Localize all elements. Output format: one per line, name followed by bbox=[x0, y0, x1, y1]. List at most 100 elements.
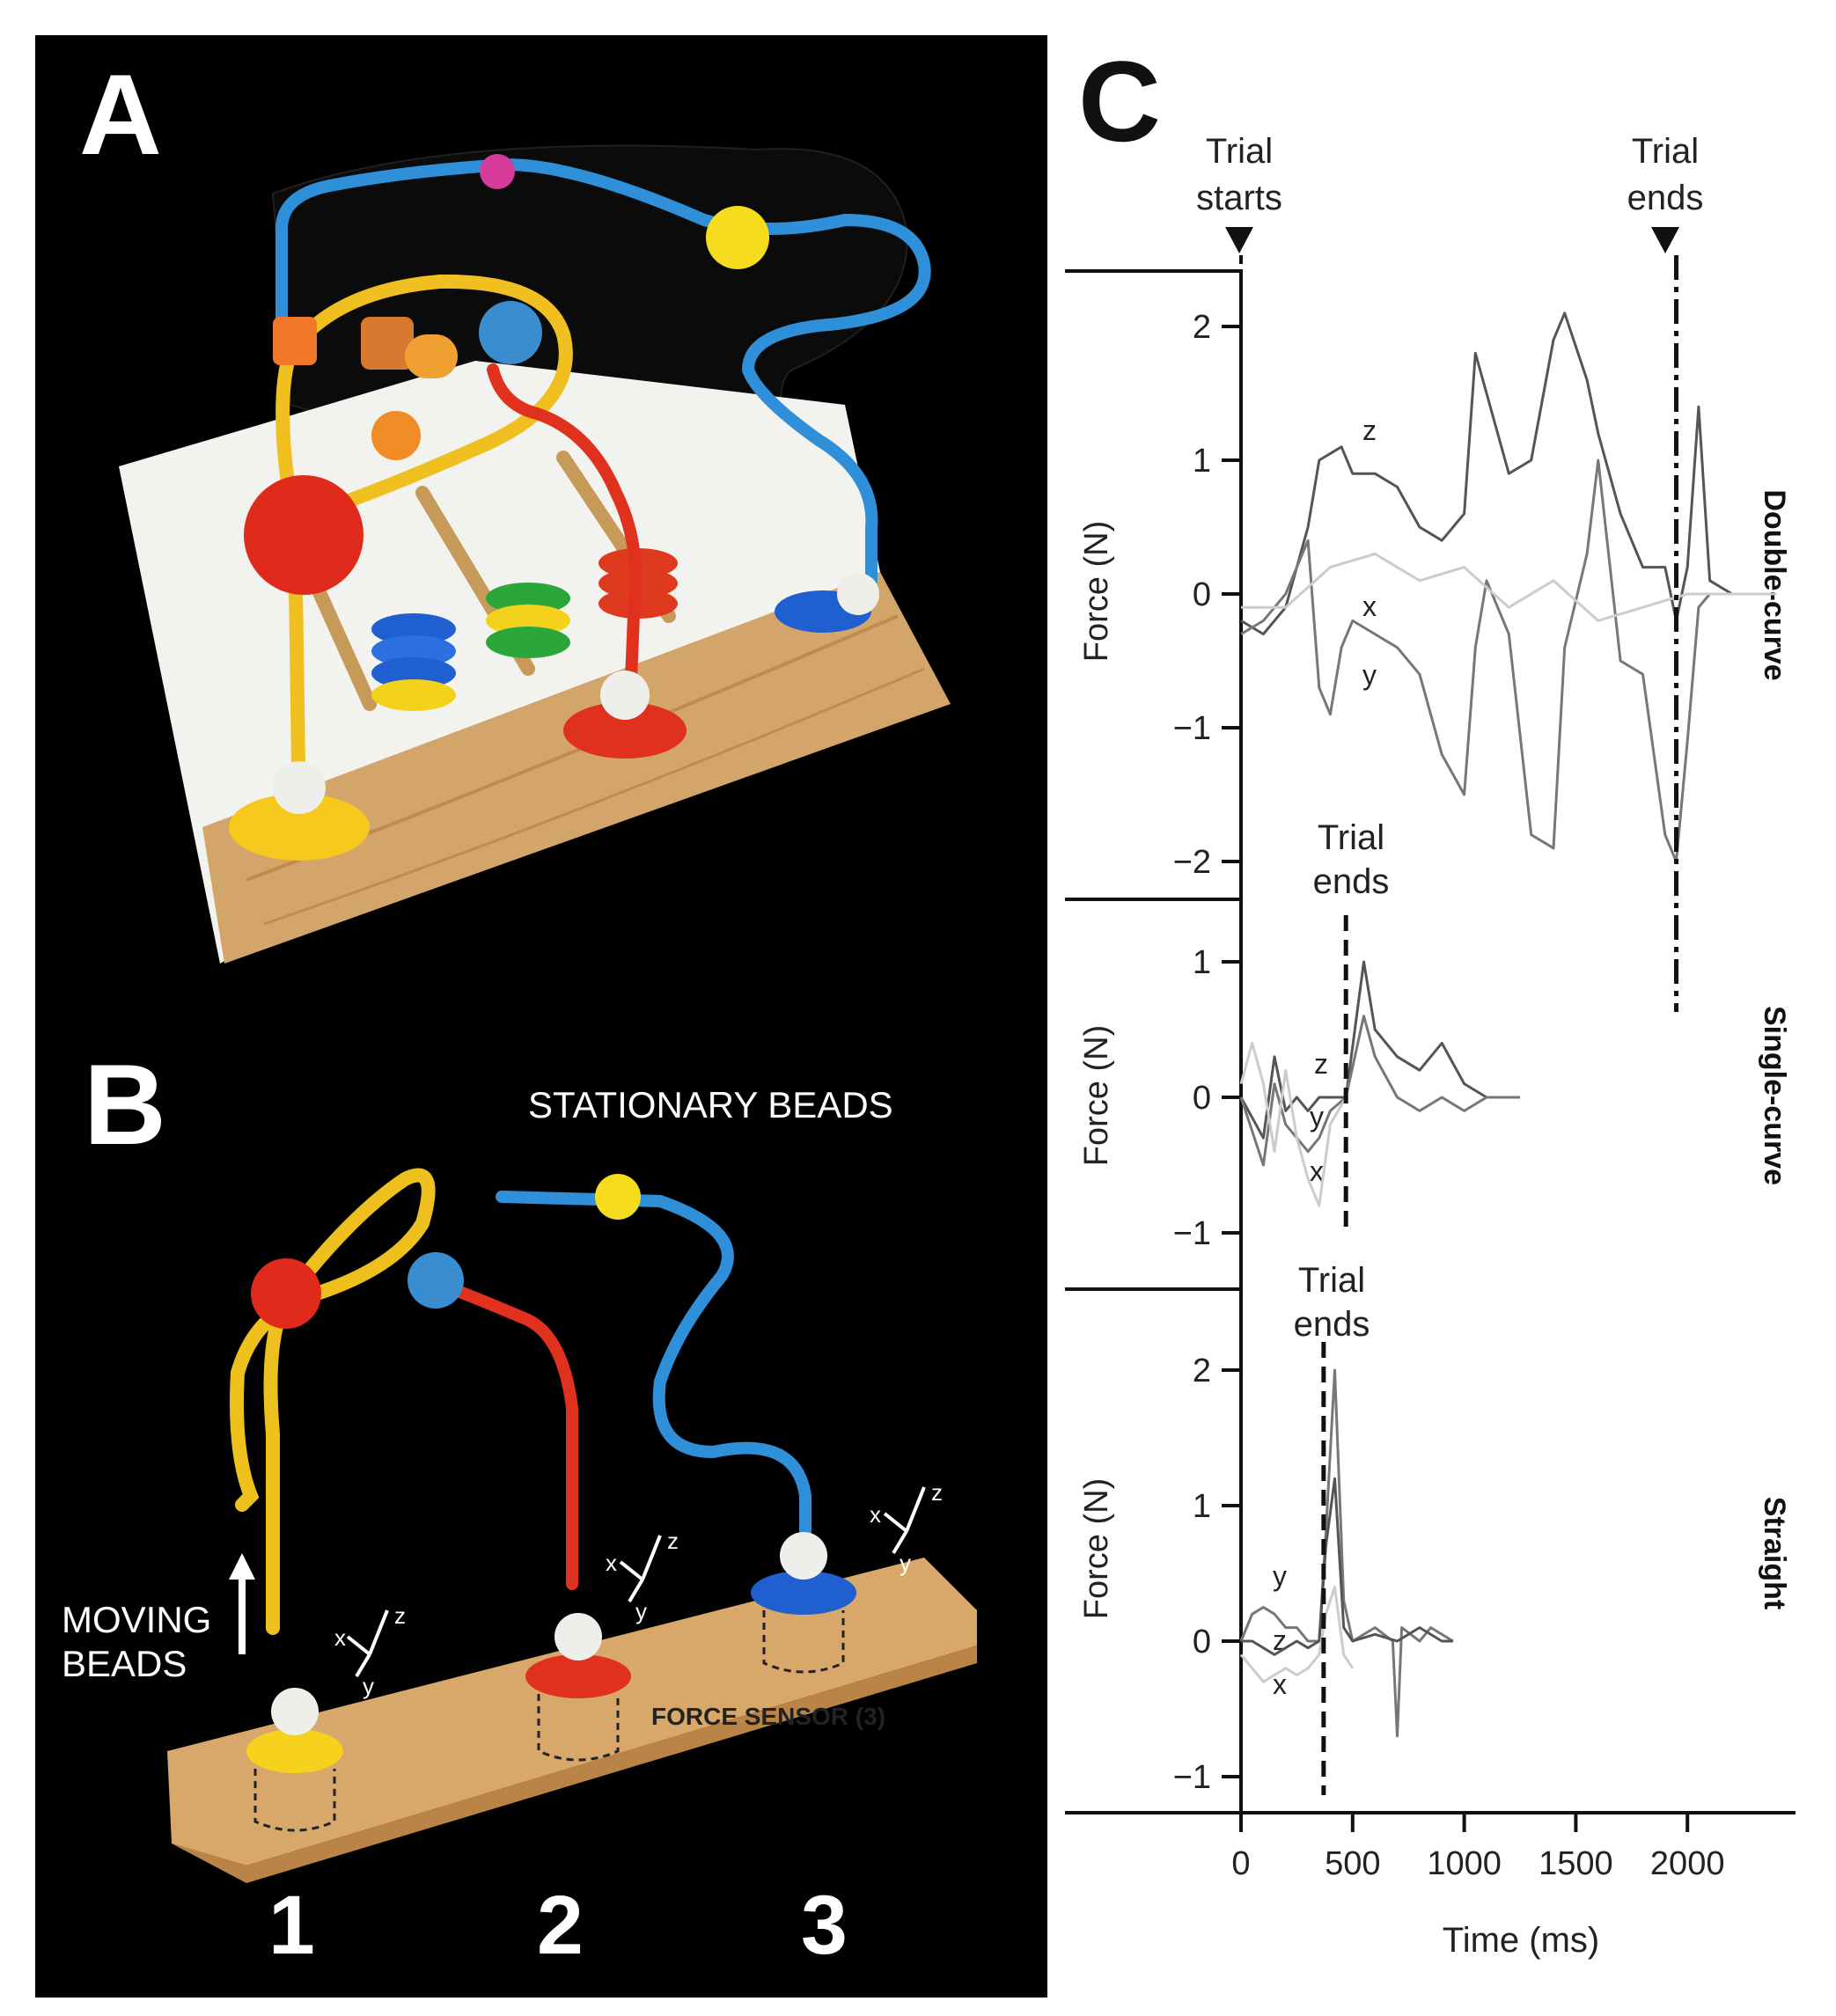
y-tick-label: 0 bbox=[1193, 576, 1211, 613]
red-bead bbox=[244, 475, 364, 595]
axis-x-letter: x bbox=[334, 1624, 346, 1651]
trace-label-y: y bbox=[1362, 659, 1377, 691]
y-tick-label: 2 bbox=[1193, 309, 1211, 346]
toy-wire-blue bbox=[275, 158, 931, 587]
axis-z-letter: z bbox=[667, 1528, 679, 1554]
x-tick-label: 1000 bbox=[1427, 1845, 1502, 1882]
force-sensor-outlines bbox=[253, 1610, 845, 1832]
panel-b-background bbox=[35, 1038, 1047, 1998]
panel-a: A bbox=[35, 35, 1047, 1038]
trial-starts-label: Trial bbox=[1206, 132, 1273, 171]
trace-label-y: y bbox=[1310, 1101, 1324, 1133]
trace-label-x: x bbox=[1310, 1155, 1324, 1187]
axis-z-letter: z bbox=[931, 1479, 943, 1506]
trial-ends-label: Trial bbox=[1318, 818, 1384, 857]
y-tick-label: 2 bbox=[1193, 1353, 1211, 1389]
orange-slice-bead bbox=[371, 411, 421, 460]
wooden-shape-bead bbox=[361, 317, 414, 370]
series-line-x bbox=[1241, 552, 1777, 622]
pink-bead bbox=[480, 154, 515, 189]
axis-x-letter: x bbox=[870, 1501, 881, 1528]
bead-number-3: 3 bbox=[801, 1879, 848, 1972]
sensor-ball bbox=[271, 1688, 319, 1735]
series-line-x bbox=[1239, 1041, 1348, 1207]
panel-c-letter: C bbox=[1078, 37, 1161, 165]
axis-glyph-2 bbox=[619, 1535, 662, 1603]
subplot-label-straight: Straight bbox=[1758, 1497, 1791, 1609]
y-axis-label: Force (N) bbox=[1078, 1025, 1115, 1166]
x-tick-label: 0 bbox=[1231, 1845, 1250, 1882]
trial-starts-label: starts bbox=[1196, 179, 1282, 217]
y-tick-label: 0 bbox=[1193, 1080, 1211, 1117]
blue-bead bbox=[408, 1252, 464, 1309]
panel-c: C Trial starts Trial ends Double-curve S… bbox=[1065, 37, 1796, 1960]
red-bead bbox=[251, 1258, 321, 1329]
axis-x-letter: x bbox=[606, 1550, 617, 1576]
trial-ends-label: ends bbox=[1313, 862, 1390, 901]
y-tick-label: −1 bbox=[1173, 1759, 1211, 1796]
axis-z-letter: z bbox=[394, 1602, 406, 1629]
trial-starts-marker bbox=[1225, 227, 1253, 253]
axis-y-letter: y bbox=[900, 1550, 911, 1576]
x-tick-label: 2000 bbox=[1650, 1845, 1725, 1882]
panel-b: B STATIONARY BEADS FORCE SENSOR (3) MOVI… bbox=[35, 1038, 1047, 1998]
y-tick-label: −1 bbox=[1173, 1215, 1211, 1252]
moving-beads-label: BEADS bbox=[62, 1643, 187, 1684]
trial-ends-marker bbox=[1651, 227, 1679, 253]
moving-bead-wire-blue bbox=[496, 1191, 812, 1537]
axis-y-letter: y bbox=[363, 1673, 374, 1699]
bead-number-1: 1 bbox=[268, 1879, 315, 1972]
wooden-shape-bead bbox=[405, 334, 458, 378]
trial-ends-label: Trial bbox=[1632, 132, 1699, 171]
series-line-y bbox=[1239, 1368, 1454, 1738]
blue-bead bbox=[479, 301, 542, 364]
series-line-z bbox=[1240, 312, 1755, 636]
toy-base-ball bbox=[837, 573, 879, 615]
y-axis-label: Force (N) bbox=[1078, 1478, 1115, 1619]
subplot-label-single-curve: Single-curve bbox=[1758, 1006, 1791, 1185]
toy-wire-red bbox=[487, 363, 643, 728]
y-tick-label: 1 bbox=[1193, 944, 1211, 981]
sensor-ball bbox=[780, 1532, 827, 1580]
toy-base-red bbox=[563, 702, 687, 759]
sensor-ball bbox=[554, 1613, 602, 1660]
y-axis-label: Force (N) bbox=[1078, 521, 1115, 662]
trace-label-x: x bbox=[1362, 590, 1377, 622]
trace-label-y: y bbox=[1273, 1560, 1287, 1592]
trial-ends-label: ends bbox=[1294, 1305, 1370, 1344]
bead-number-2: 2 bbox=[537, 1879, 584, 1972]
y-tick-label: 1 bbox=[1193, 443, 1211, 480]
series-line-z bbox=[1241, 1477, 1453, 1656]
x-tick-label: 1500 bbox=[1539, 1845, 1613, 1882]
axis-glyph-3 bbox=[883, 1486, 926, 1555]
moving-arrow-head bbox=[229, 1553, 255, 1580]
sensor-wooden-base bbox=[167, 1558, 977, 1866]
sensor-pad-red bbox=[525, 1654, 631, 1698]
toy-wire-yellow bbox=[275, 274, 573, 830]
wooden-shape-bead bbox=[273, 317, 317, 365]
trace-label-z: z bbox=[1362, 414, 1377, 446]
sensor-pad-yellow bbox=[246, 1729, 343, 1773]
axis-glyph-1 bbox=[346, 1609, 389, 1678]
trace-label-z: z bbox=[1314, 1048, 1328, 1080]
trial-ends-label: Trial bbox=[1298, 1261, 1365, 1300]
series-line-x bbox=[1239, 1585, 1355, 1683]
toy-wooden-base bbox=[202, 572, 951, 964]
subplot-label-double-curve: Double-curve bbox=[1758, 489, 1791, 680]
sensor-pad-blue bbox=[751, 1571, 856, 1615]
x-tick-label: 500 bbox=[1325, 1845, 1380, 1882]
force-sensor-label: FORCE SENSOR (3) bbox=[651, 1703, 885, 1730]
yellow-bead bbox=[595, 1174, 641, 1220]
trace-label-x: x bbox=[1273, 1668, 1287, 1700]
yellow-bead bbox=[706, 206, 769, 269]
y-tick-label: −1 bbox=[1173, 710, 1211, 747]
panel-b-letter: B bbox=[84, 1040, 166, 1169]
toy-base-ball bbox=[600, 671, 650, 720]
moving-beads-label: MOVING bbox=[62, 1599, 211, 1640]
axis-y-letter: y bbox=[635, 1598, 647, 1624]
panel-a-letter: A bbox=[79, 50, 162, 179]
y-tick-label: −2 bbox=[1173, 844, 1211, 881]
y-tick-label: 1 bbox=[1193, 1488, 1211, 1525]
toy-base-yellow bbox=[229, 794, 370, 861]
